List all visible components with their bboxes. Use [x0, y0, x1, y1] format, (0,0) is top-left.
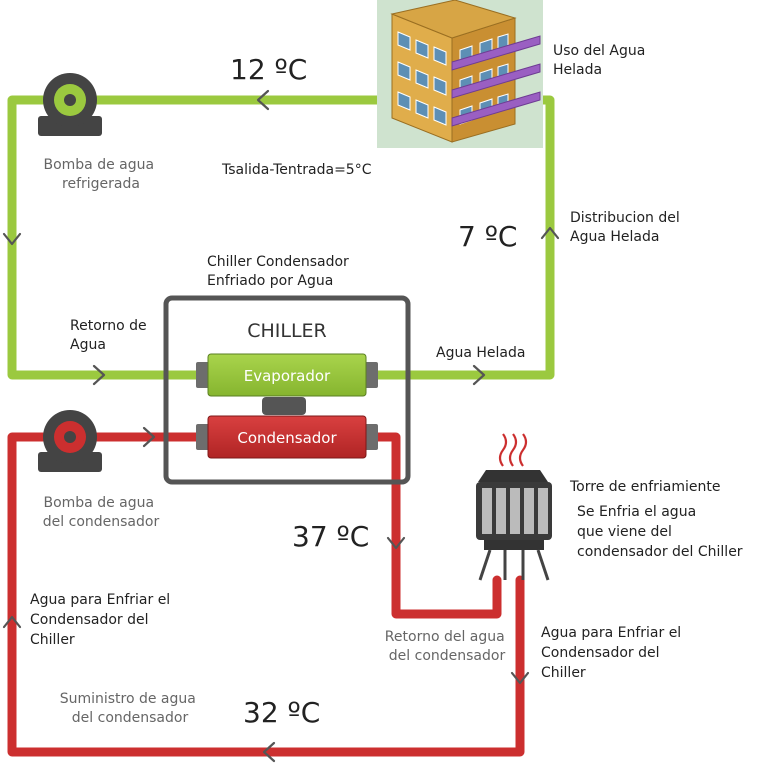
- arrow-down-icon: [510, 671, 530, 685]
- condenser-unit: Condensador: [196, 415, 378, 459]
- condenser-return-label: Retorno del agua del condensador: [385, 629, 509, 664]
- chilled-water-label: Agua Helada: [436, 345, 525, 361]
- condenser-label: Condensador: [237, 429, 337, 447]
- condenser-return-pipe: [367, 432, 502, 619]
- arrow-right-icon: [92, 364, 106, 386]
- flow-arrows: [2, 89, 560, 763]
- arrow-down-icon: [386, 536, 406, 550]
- condenser-pump-icon: [38, 410, 102, 472]
- arrow-up-icon: [540, 226, 560, 240]
- temperature-chilled-supply: 7 ºC: [458, 220, 517, 253]
- water-return-label: Retorno de Agua: [70, 318, 151, 353]
- temperature-chilled-return: 12 ºC: [230, 53, 307, 86]
- chiller-box-title: CHILLER: [247, 320, 327, 342]
- chilled-water-loop: [7, 95, 555, 380]
- delta-t-label: Tsalida-Tentrada=5°C: [221, 162, 372, 178]
- cooling-tower-label: Torre de enfriamiente: [569, 479, 720, 495]
- arrow-left-icon: [256, 89, 270, 111]
- cooling-water-right-label: Agua para Enfriar el Condensador del Chi…: [541, 625, 686, 681]
- chilled-supply-pipe: [367, 95, 555, 380]
- arrow-down-icon: [2, 232, 22, 246]
- arrow-left-icon: [262, 741, 276, 763]
- compressor-icon: [262, 397, 306, 415]
- condenser-pump-label: Bomba de agua del condensador: [43, 495, 160, 530]
- condenser-supply-label: Suministro de agua del condensador: [60, 691, 201, 726]
- evaporator-unit: Evaporador: [196, 353, 378, 397]
- chiller-frame: [163, 295, 411, 485]
- arrow-right-icon: [472, 364, 486, 386]
- chiller-type-label: Chiller Condensador Enfriado por Agua: [207, 254, 353, 289]
- building-use-label: Uso del Agua Helada: [553, 43, 650, 78]
- arrow-up-icon: [2, 615, 22, 629]
- evaporator-label: Evaporador: [244, 367, 331, 385]
- arrow-right-icon: [142, 426, 156, 448]
- tower-description: Se Enfria el agua que viene del condensa…: [577, 504, 743, 560]
- temperature-condenser-out: 37 ºC: [292, 520, 369, 553]
- cooling-tower-icon: [476, 433, 552, 581]
- chilled-pump-label: Bomba de agua refrigerada: [43, 157, 158, 192]
- building-illustration: [377, 0, 543, 148]
- cooling-water-left-label: Agua para Enfriar el Condensador del Chi…: [30, 592, 175, 648]
- chilled-pump-icon: [38, 73, 102, 136]
- distribution-label: Distribucion del Agua Helada: [570, 210, 684, 245]
- chilled-return-pipe: [7, 95, 395, 380]
- temperature-condenser-in: 32 ºC: [243, 696, 320, 729]
